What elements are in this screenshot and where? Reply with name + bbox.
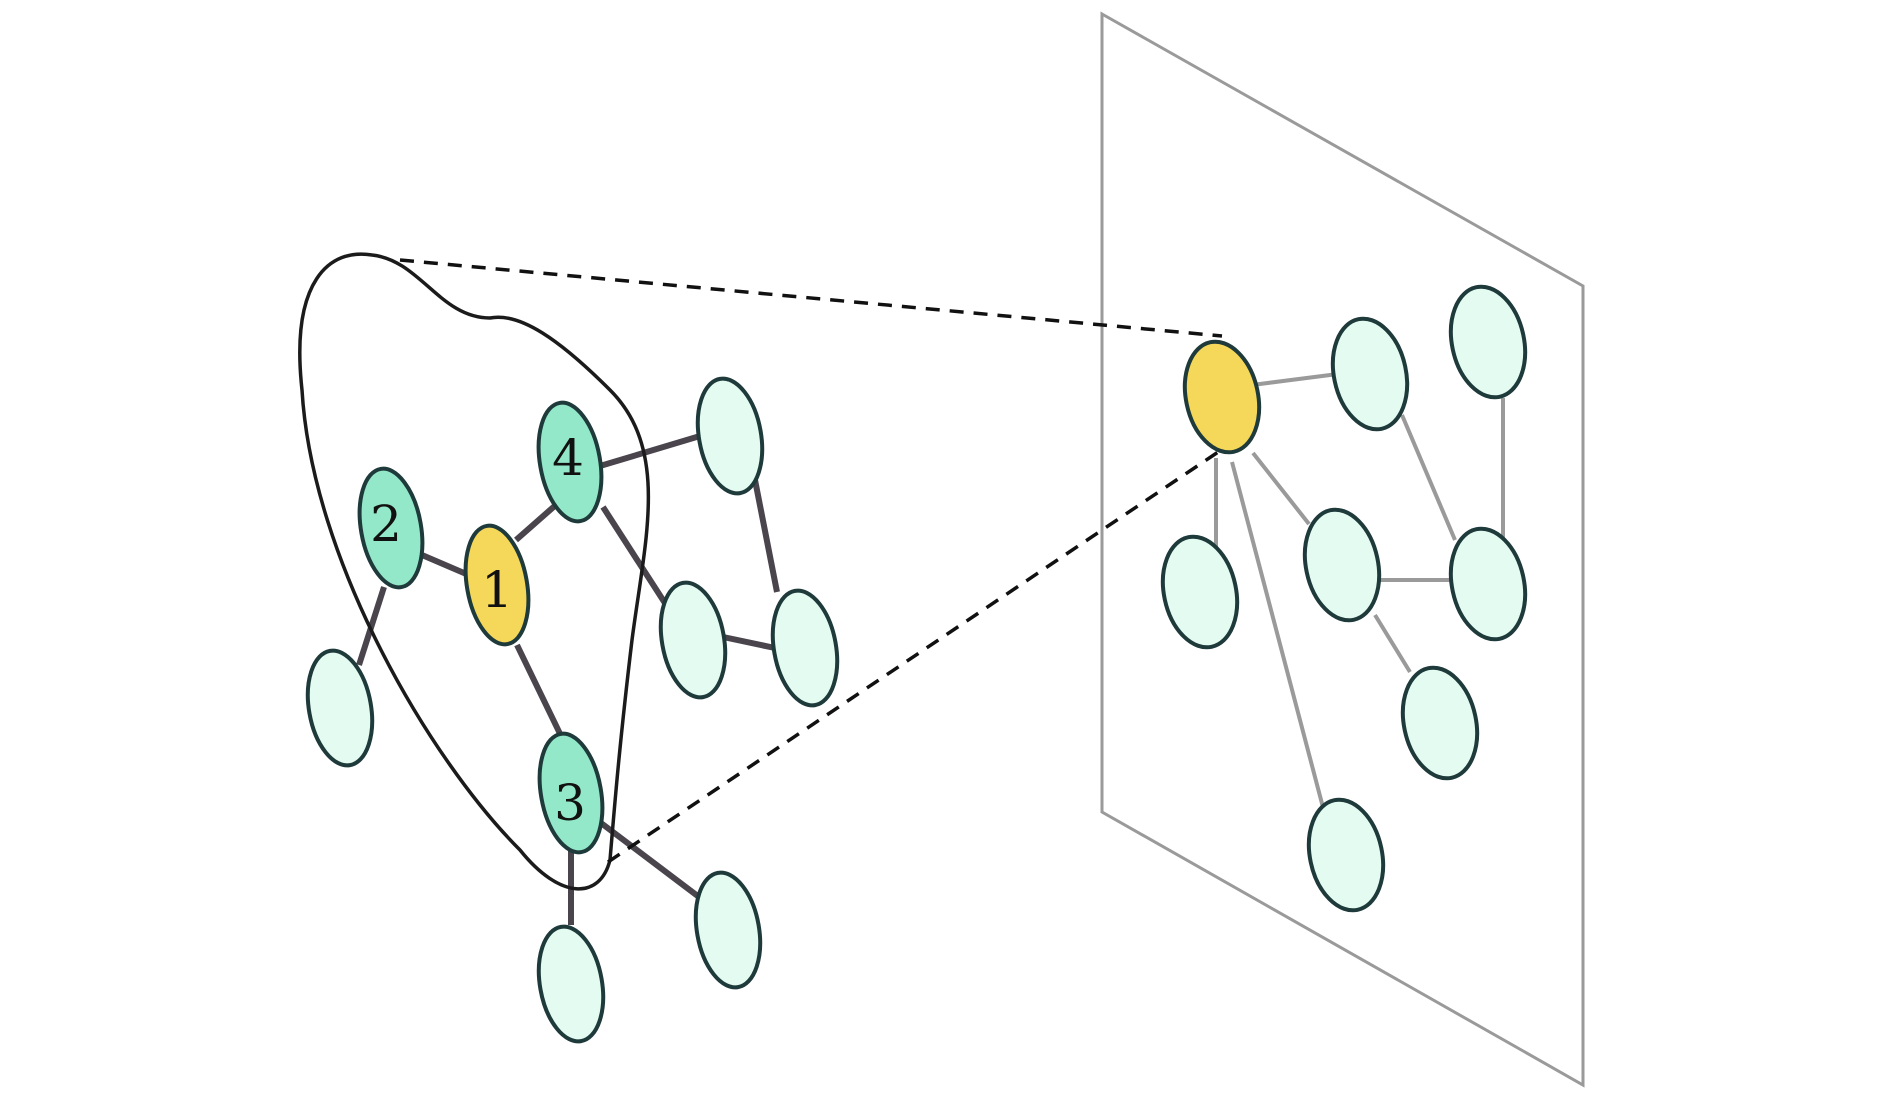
neighborhood-boundary — [298, 252, 651, 891]
left-graph-edges — [356, 433, 780, 925]
neighbor-node-4 — [536, 400, 604, 524]
right-edge-center-top — [1251, 372, 1339, 387]
projection-plane — [1100, 11, 1585, 1088]
embedded-node — [1448, 526, 1528, 642]
left-graph-nodes — [305, 376, 840, 1044]
outer-node — [693, 870, 763, 990]
right-edge-middle-lower — [1373, 613, 1412, 674]
edge-2-outer — [356, 586, 387, 666]
embedded-node — [1160, 534, 1240, 650]
embedded-node — [1302, 507, 1382, 623]
node-label-3: 3 — [554, 774, 586, 832]
node-label-1: 1 — [481, 561, 513, 619]
neighbor-node-3 — [537, 731, 605, 855]
projection-lines — [399, 258, 1237, 864]
embedded-node — [1400, 665, 1480, 781]
embedded-node — [1306, 797, 1386, 913]
edge-outer-a-outer-c — [752, 479, 780, 593]
edge-3-outer-d — [599, 820, 705, 903]
center-node-1 — [463, 523, 531, 647]
edge-4-outer-a — [599, 433, 701, 469]
node-label-2: 2 — [370, 495, 402, 553]
outer-node — [305, 648, 375, 768]
embedded-node — [1448, 284, 1528, 400]
projection-line-bottom — [607, 438, 1237, 864]
right-edge-center-bottom — [1230, 461, 1327, 816]
right-graph-edges — [1214, 372, 1505, 816]
neighbor-node-2 — [357, 466, 425, 590]
edge-4-outer-b — [600, 505, 675, 616]
outer-node — [695, 376, 765, 496]
embedded-node — [1330, 316, 1410, 432]
right-graph-nodes — [1160, 284, 1528, 913]
outer-node — [658, 580, 728, 700]
embedded-center-node — [1182, 339, 1262, 455]
projection-line-top — [399, 258, 1223, 338]
right-edge-center-middle — [1251, 451, 1311, 526]
left-graph-labels: 2 4 1 3 — [370, 429, 586, 832]
right-edge-top-midright — [1400, 414, 1457, 541]
edge-1-3 — [514, 643, 567, 744]
node-label-4: 4 — [552, 429, 584, 487]
outer-node — [770, 588, 840, 708]
outer-node — [536, 924, 606, 1044]
edge-outer-b-outer-c — [722, 634, 776, 651]
